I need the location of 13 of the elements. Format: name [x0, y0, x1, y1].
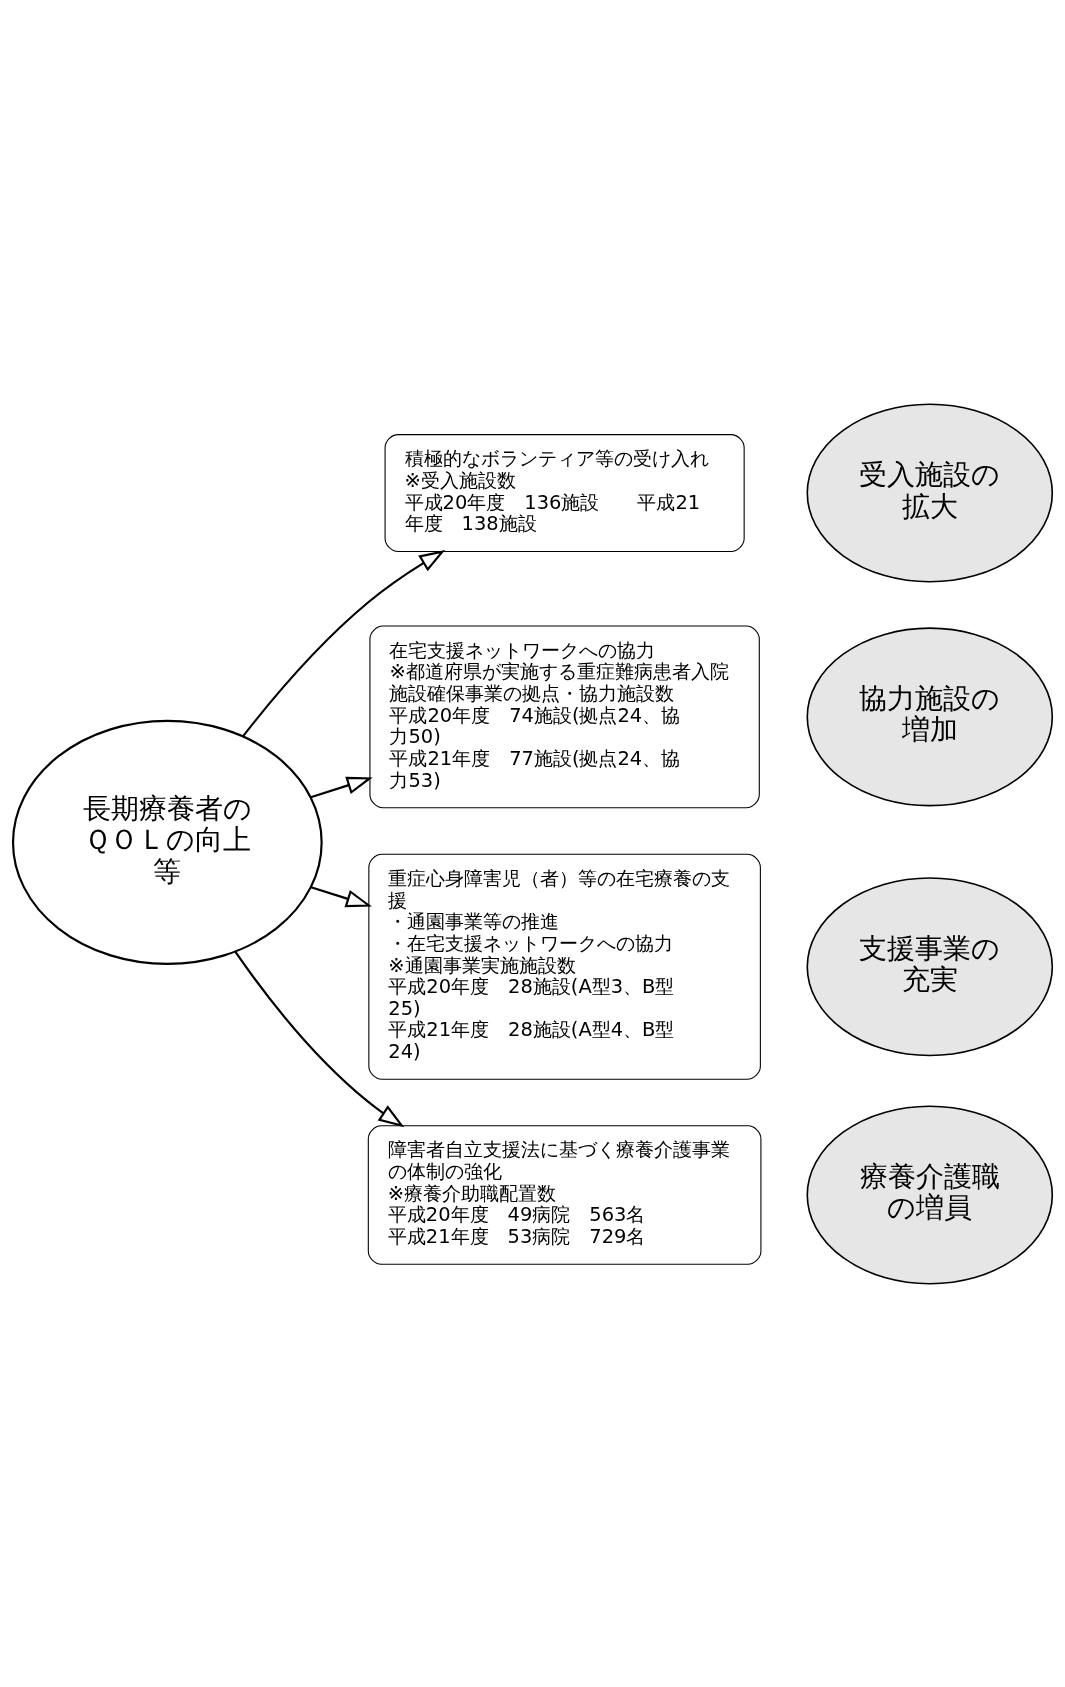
arrow: [242, 549, 446, 737]
node-ellipse: 療養介護職の増員: [806, 1104, 1054, 1284]
node-box: 在宅支援ネットワークへの協力 ※都道府県が実施する重症難病患者入院施設確保事業の拠点・協力施設数 平成20年度 74施設(拠点24、協力50) 平成21年度 77施設(拠点24、協力53): [369, 625, 760, 808]
node-box: 積極的なボランティア等の受け入れ ※受入施設数 平成20年度 136施設 平成21年度 138施設: [384, 433, 745, 552]
arrow: [234, 950, 405, 1127]
node-ellipse: 長期療養者のＱＯＬの向上等: [11, 719, 323, 965]
node-box: 障害者自立支援法に基づく療養介護事業の体制の強化 ※療養介助職配置数 平成20年度 49病院 563名 平成21年度 53病院 729名: [367, 1124, 762, 1265]
arrow: [310, 885, 372, 907]
node-ellipse: 支援事業の充実: [806, 876, 1054, 1056]
arrow: [310, 776, 373, 798]
node-ellipse: 受入施設の拡大: [806, 403, 1054, 583]
node-box: 重症心身障害児（者）等の在宅療養の支援 ・通園事業等の推進 ・在宅支援ネットワークへの協力 ※通園事業実施施設数 平成20年度 28施設(A型3、B型25) 平成21年度 28施設(A型4、B型24): [368, 853, 761, 1080]
node-ellipse: 協力施設の増加: [806, 626, 1054, 806]
